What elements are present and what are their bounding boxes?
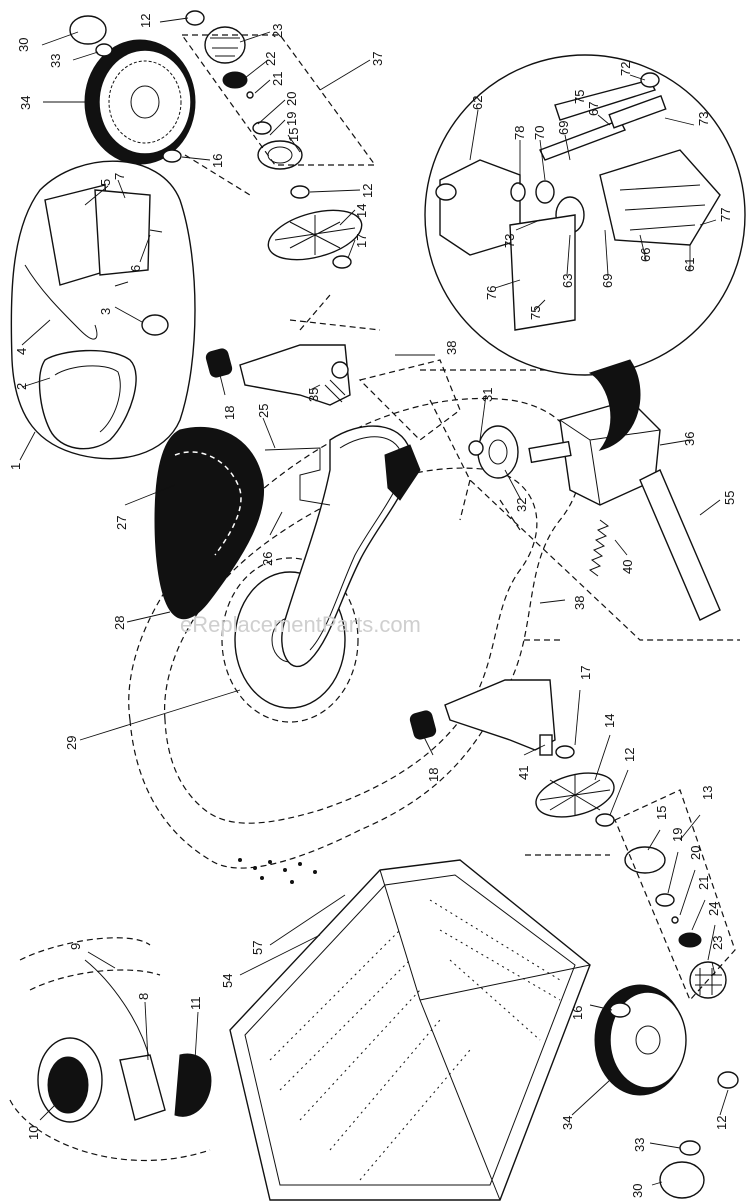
callout-label: 26 bbox=[260, 552, 275, 566]
rear-section-boundary bbox=[520, 639, 610, 856]
callout-label: 38 bbox=[572, 596, 587, 610]
top-drive-wheel-14 bbox=[267, 209, 363, 269]
callout-label: 23 bbox=[710, 936, 725, 950]
callout-label: 13 bbox=[700, 786, 715, 800]
callout-label: 30 bbox=[16, 38, 31, 52]
callout-label: 21 bbox=[696, 876, 711, 890]
callout-label: 70 bbox=[532, 126, 547, 140]
callout-label: 37 bbox=[370, 52, 385, 66]
callout-label: 73 bbox=[696, 112, 711, 126]
callout-label: 18 bbox=[222, 406, 237, 420]
handle-bag-attachment bbox=[9, 937, 212, 1162]
callout-label: 66 bbox=[638, 248, 653, 262]
gearbox-detail-callout bbox=[424, 54, 746, 451]
deflector-detail-callout bbox=[10, 160, 196, 460]
callout-label: 73 bbox=[502, 234, 517, 248]
callout-label: 77 bbox=[718, 208, 733, 222]
callout-label: 12 bbox=[138, 14, 153, 28]
callout-label: 21 bbox=[270, 72, 285, 86]
callout-label: 18 bbox=[426, 768, 441, 782]
callout-label: 40 bbox=[620, 560, 635, 574]
bottom-wheel-assembly bbox=[594, 984, 739, 1199]
front-height-adjuster bbox=[205, 344, 351, 406]
callout-label: 6 bbox=[128, 265, 143, 272]
callout-label: 20 bbox=[688, 846, 703, 860]
callout-label: 55 bbox=[722, 491, 737, 505]
bottom-wheel-drive-parts bbox=[535, 745, 736, 1002]
grass-bag-assembly bbox=[229, 859, 591, 1201]
callout-label: 38 bbox=[444, 341, 459, 355]
watermark: eReplacementParts.com bbox=[180, 612, 421, 637]
callout-label: 12 bbox=[622, 748, 637, 762]
rear-height-adjuster bbox=[409, 679, 556, 756]
callout-label: 5 bbox=[98, 179, 113, 186]
callout-label: 1 bbox=[8, 463, 23, 470]
leader-lines bbox=[19, 17, 729, 1186]
callout-label: 62 bbox=[470, 96, 485, 110]
callout-label: 34 bbox=[18, 96, 33, 110]
callout-label: 9 bbox=[68, 943, 83, 950]
callout-label: 69 bbox=[600, 274, 615, 288]
spring bbox=[588, 519, 610, 577]
callout-label: 19 bbox=[284, 112, 299, 126]
callout-label: 20 bbox=[284, 92, 299, 106]
callout-label: 14 bbox=[602, 714, 617, 728]
drive-section-boundary bbox=[420, 369, 740, 641]
callout-label: 25 bbox=[256, 404, 271, 418]
callout-label: 35 bbox=[306, 388, 321, 402]
callout-label: 34 bbox=[560, 1116, 575, 1130]
callout-label: 11 bbox=[188, 997, 203, 1011]
callout-label: 27 bbox=[114, 516, 129, 530]
callout-label: 33 bbox=[48, 54, 63, 68]
callout-label: 75 bbox=[572, 90, 587, 104]
top-wheel-drive-parts bbox=[180, 10, 377, 199]
callout-label: 75 bbox=[528, 306, 543, 320]
callout-label: 19 bbox=[670, 828, 685, 842]
drive-belt bbox=[281, 425, 421, 668]
callout-label: 33 bbox=[632, 1138, 647, 1152]
callout-label: 76 bbox=[484, 286, 499, 300]
callout-label: 32 bbox=[514, 498, 529, 512]
callout-label: 78 bbox=[512, 126, 527, 140]
top-assembly-guides bbox=[184, 154, 381, 331]
callout-label: 17 bbox=[578, 666, 593, 680]
callout-label: 15 bbox=[286, 128, 301, 142]
callout-label: 61 bbox=[682, 258, 697, 272]
callout-label: 17 bbox=[354, 234, 369, 248]
callout-label: 36 bbox=[682, 432, 697, 446]
callout-label: 31 bbox=[480, 388, 495, 402]
deck-rivet-holes bbox=[238, 858, 317, 884]
callout-label: 2 bbox=[14, 383, 29, 390]
callout-label: 67 bbox=[586, 102, 601, 116]
callout-label: 16 bbox=[210, 154, 225, 168]
callout-label: 14 bbox=[354, 204, 369, 218]
callout-label: 22 bbox=[263, 52, 278, 66]
callout-label: 57 bbox=[250, 941, 265, 955]
shift-rod bbox=[264, 447, 331, 506]
callout-label: 54 bbox=[220, 974, 235, 988]
drive-axle-rod bbox=[639, 469, 721, 621]
callout-label: 10 bbox=[26, 1126, 41, 1140]
callout-label: 12 bbox=[360, 184, 375, 198]
callout-label: 72 bbox=[618, 62, 633, 76]
callout-label: 7 bbox=[112, 173, 127, 180]
callout-label: 63 bbox=[560, 274, 575, 288]
callout-label: 29 bbox=[64, 736, 79, 750]
callout-label: 15 bbox=[654, 806, 669, 820]
callout-label: 30 bbox=[630, 1184, 645, 1198]
top-wheel-assembly bbox=[69, 15, 196, 165]
callout-label: 16 bbox=[570, 1006, 585, 1020]
callout-label: 12 bbox=[714, 1116, 729, 1130]
belt-cover bbox=[154, 426, 265, 620]
callout-label: 4 bbox=[14, 348, 29, 355]
callout-label: 24 bbox=[706, 902, 721, 916]
callout-label: 69 bbox=[556, 121, 571, 135]
callout-label: 3 bbox=[98, 308, 113, 315]
callout-label: 41 bbox=[516, 766, 531, 780]
callout-label: 8 bbox=[136, 993, 151, 1000]
callout-label: 28 bbox=[112, 616, 127, 630]
callout-labels: 30 33 34 12 23 22 21 20 19 15 37 16 12 1… bbox=[8, 14, 737, 1198]
callout-label: 23 bbox=[270, 24, 285, 38]
